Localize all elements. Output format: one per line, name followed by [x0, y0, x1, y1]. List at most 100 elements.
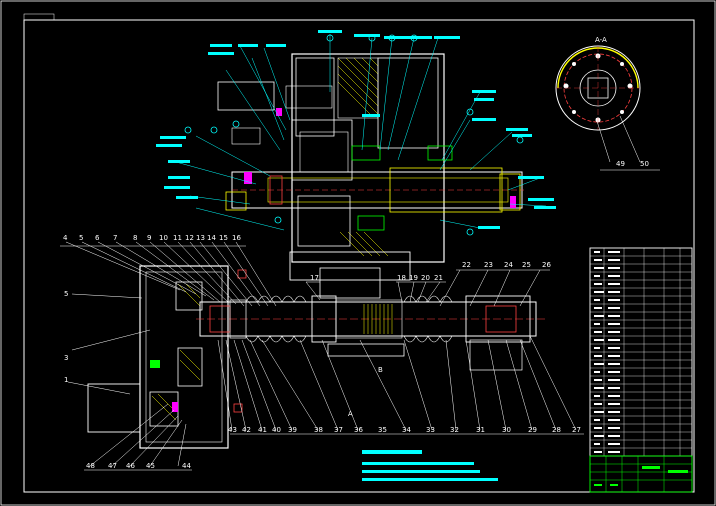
table-cell-mark [608, 307, 620, 309]
callout-23: 23 [484, 261, 493, 269]
table-cell-mark [594, 403, 602, 405]
callout-22: 22 [462, 261, 471, 269]
table-cell-mark [608, 283, 620, 285]
table-cell-mark [594, 371, 600, 373]
table-cell-mark [608, 259, 620, 261]
table-cell-mark [594, 339, 604, 341]
table-cell-mark [594, 411, 604, 413]
annotation-b: B [378, 366, 383, 374]
table-cell-mark [608, 371, 620, 373]
callout-33: 33 [426, 426, 435, 434]
callout-44: 44 [182, 462, 191, 470]
table-cell-mark [608, 451, 620, 453]
callout-30: 30 [502, 426, 511, 434]
table-cell-mark [608, 427, 620, 429]
table-cell-mark [608, 395, 620, 397]
callout-45: 45 [146, 462, 155, 470]
table-cell-mark [608, 387, 620, 389]
callout-47: 47 [108, 462, 117, 470]
callout-10: 10 [159, 234, 168, 242]
table-cell-mark [608, 331, 620, 333]
callout-50: 50 [640, 160, 649, 168]
detail-view-a-a: A-A 49 50 [555, 36, 660, 171]
callout-25: 25 [522, 261, 531, 269]
callout-16: 16 [232, 234, 241, 242]
callout-35: 35 [378, 426, 387, 434]
table-cell-mark [594, 315, 604, 317]
table-cell-mark [594, 427, 602, 429]
callout-26: 26 [542, 261, 551, 269]
callout-36: 36 [354, 426, 363, 434]
table-cell-mark [594, 435, 604, 437]
table-cell-mark [594, 259, 602, 261]
table-cell-mark [608, 275, 620, 277]
callout-21: 21 [434, 274, 443, 282]
section-mark: A-A [595, 36, 607, 44]
callout-9: 9 [147, 234, 151, 242]
callout-12: 12 [185, 234, 194, 242]
callout-20: 20 [421, 274, 430, 282]
table-cell-mark [594, 443, 600, 445]
frame-tab [23, 13, 55, 21]
table-cell-mark [608, 339, 620, 341]
table-cell-mark [594, 251, 600, 253]
callout-43: 43 [228, 426, 237, 434]
table-cell-mark [608, 323, 620, 325]
annotation-a: A [348, 410, 353, 418]
callout-4: 4 [63, 234, 68, 242]
callout-31: 31 [476, 426, 485, 434]
callout-29: 29 [528, 426, 537, 434]
table-cell-mark [594, 267, 604, 269]
table-cell-mark [608, 443, 620, 445]
table-cell-mark [594, 379, 602, 381]
table-cell-mark [594, 291, 604, 293]
title-block [589, 455, 693, 493]
table-cell-mark [608, 347, 620, 349]
callout-3: 3 [64, 354, 68, 362]
drawing-frame [23, 19, 695, 493]
callout-42: 42 [242, 426, 251, 434]
upper-assembly [156, 30, 556, 299]
callout-18: 18 [397, 274, 406, 282]
table-cell-mark [594, 307, 602, 309]
table-cell-mark [608, 419, 620, 421]
table-cell-mark [594, 283, 602, 285]
callout-14: 14 [207, 234, 216, 242]
callout-11: 11 [173, 234, 182, 242]
callout-40: 40 [272, 426, 281, 434]
table-cell-mark [608, 363, 620, 365]
table-cell-mark [608, 379, 620, 381]
callout-41: 41 [258, 426, 267, 434]
lower-assembly: 4 5 6 7 8 9 10 11 12 13 14 15 16 17 18 1… [60, 234, 584, 471]
table-cell-mark [608, 299, 620, 301]
table-cell-mark [608, 411, 620, 413]
callout-6: 6 [95, 234, 100, 242]
callout-32: 32 [450, 426, 459, 434]
table-cell-mark [594, 323, 600, 325]
table-cell-mark [608, 267, 620, 269]
callout-37: 37 [334, 426, 343, 434]
table-cell-mark [594, 347, 600, 349]
table-cell-mark [594, 355, 602, 357]
table-cell-mark [594, 275, 600, 277]
callout-46: 46 [126, 462, 135, 470]
table-cell-mark [594, 395, 600, 397]
callout-27: 27 [572, 426, 581, 434]
callout-8: 8 [133, 234, 137, 242]
table-cell-mark [608, 315, 620, 317]
callout-17: 17 [310, 274, 319, 282]
parts-list-table [589, 247, 693, 457]
table-cell-mark [608, 403, 620, 405]
table-cell-mark [608, 291, 620, 293]
table-cell-mark [594, 363, 604, 365]
callout-38: 38 [314, 426, 323, 434]
table-cell-mark [594, 331, 602, 333]
callout-15: 15 [219, 234, 228, 242]
callout-5-side: 5 [64, 290, 68, 298]
callout-1: 1 [64, 376, 68, 384]
callout-13: 13 [196, 234, 205, 242]
technical-notes [362, 450, 498, 481]
table-cell-mark [608, 435, 620, 437]
table-cell-mark [608, 355, 620, 357]
